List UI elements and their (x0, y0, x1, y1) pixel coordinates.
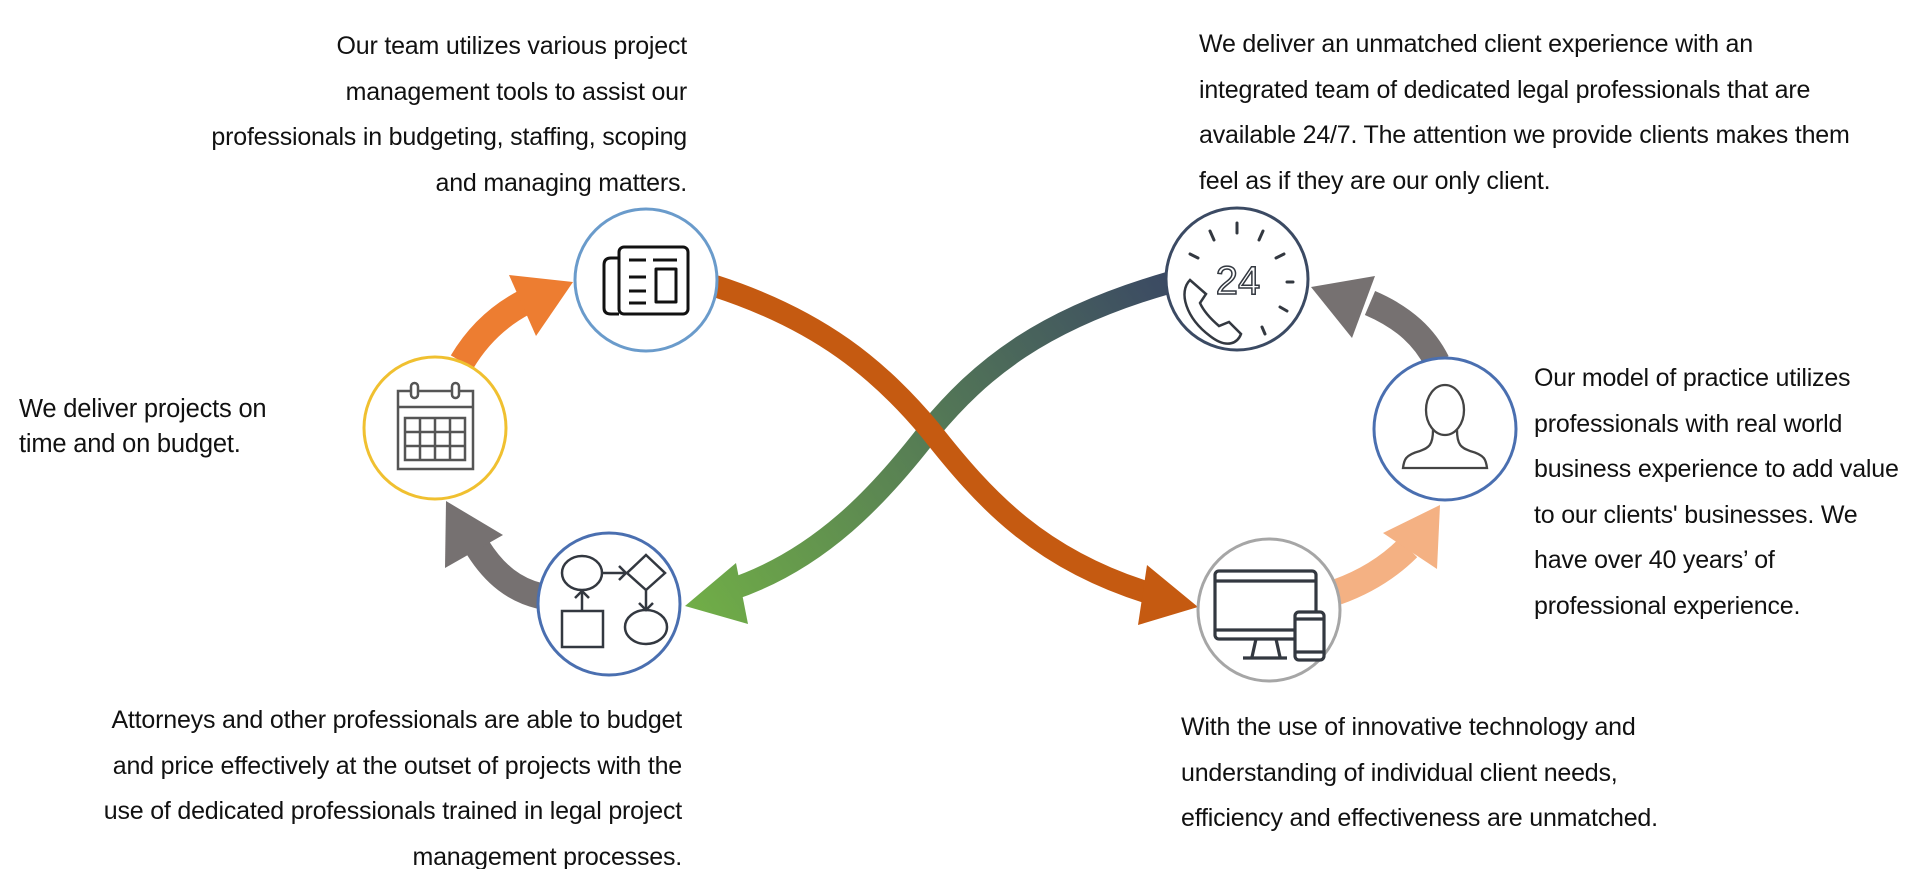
text-line: business experience to add value (1534, 455, 1899, 483)
text-line: With the use of innovative technology an… (1181, 713, 1636, 741)
arrow-head (509, 275, 573, 336)
node-circle (536, 531, 682, 677)
text-line: We deliver projects on (19, 395, 267, 423)
text-line: We deliver an unmatched client experienc… (1199, 30, 1753, 58)
text-line: to our clients' businesses. We (1534, 500, 1858, 529)
person-icon (1401, 383, 1489, 470)
node-innovative-technology (1196, 537, 1342, 683)
text-line: understanding of individual client needs… (1181, 758, 1618, 787)
phone-24-hours-icon (1183, 221, 1295, 345)
node-circle (1372, 356, 1518, 502)
text-real-world-experience: Our model of practice utilizes professio… (1534, 356, 1899, 629)
text-line: feel as if they are our only client. (1199, 166, 1551, 195)
text-line: Our model of practice utilizes (1534, 364, 1851, 392)
arrow-head (445, 501, 503, 568)
text-line: professionals in budgeting, staffing, sc… (211, 123, 687, 151)
text-line: use of dedicated professionals trained i… (103, 797, 682, 825)
arrow-process-to-schedule (445, 501, 544, 609)
text-line: efficiency and effectiveness are unmatch… (1181, 804, 1658, 832)
text-line: professional experience. (1534, 591, 1801, 620)
text-client-experience: We deliver an unmatched client experienc… (1199, 22, 1850, 204)
text-on-time-budget: We deliver projects on time and on budge… (19, 392, 267, 462)
text-line: and price effectively at the outset of p… (112, 751, 682, 780)
newspaper-icon (602, 245, 690, 316)
text-innovative-technology: With the use of innovative technology an… (1181, 705, 1658, 842)
text-line: Our team utilizes various project (336, 32, 688, 60)
text-line: professionals with real world (1534, 409, 1843, 438)
node-circle (1164, 206, 1310, 352)
arrow-head (1138, 565, 1198, 625)
text-line: integrated team of dedicated legal profe… (1199, 75, 1811, 104)
devices-icon (1213, 569, 1326, 662)
node-real-world-experience (1372, 356, 1518, 502)
clock-hours-label: 24 (1216, 259, 1261, 303)
calendar-icon (396, 381, 475, 471)
text-line: management processes. (412, 842, 682, 869)
arrow-body (1364, 291, 1449, 369)
arrow-head (1311, 276, 1375, 338)
text-line: have over 40 years’ of (1534, 546, 1775, 574)
text-line: management tools to assist our (345, 77, 688, 106)
arrow-body (1332, 538, 1418, 605)
arrow-tools-to-technology (711, 275, 1198, 625)
arrow-head (685, 563, 748, 624)
arrow-technology-to-experience (1332, 505, 1440, 605)
arrow-body (467, 540, 544, 609)
arrow-head (1383, 505, 1440, 569)
arrow-budget-to-tools (450, 275, 573, 369)
text-line: and managing matters. (435, 168, 687, 197)
text-line: time and on budget. (19, 430, 241, 458)
text-line: available 24/7. The attention we provide… (1199, 121, 1850, 149)
arrow-body (711, 275, 1156, 605)
flowchart-icon (560, 553, 669, 649)
node-client-experience: 24 (1164, 206, 1310, 352)
node-on-time-budget (362, 355, 508, 501)
arrow-body (450, 290, 532, 369)
text-project-tools: Our team utilizes various project manage… (211, 24, 687, 206)
node-circle (573, 207, 719, 353)
text-budget-pricing: Attorneys and other professionals are ab… (104, 698, 682, 869)
text-line: Attorneys and other professionals are ab… (111, 706, 682, 734)
node-budget-pricing (536, 531, 682, 677)
node-project-tools (573, 207, 719, 353)
arrow-experience-to-client (1311, 276, 1449, 369)
